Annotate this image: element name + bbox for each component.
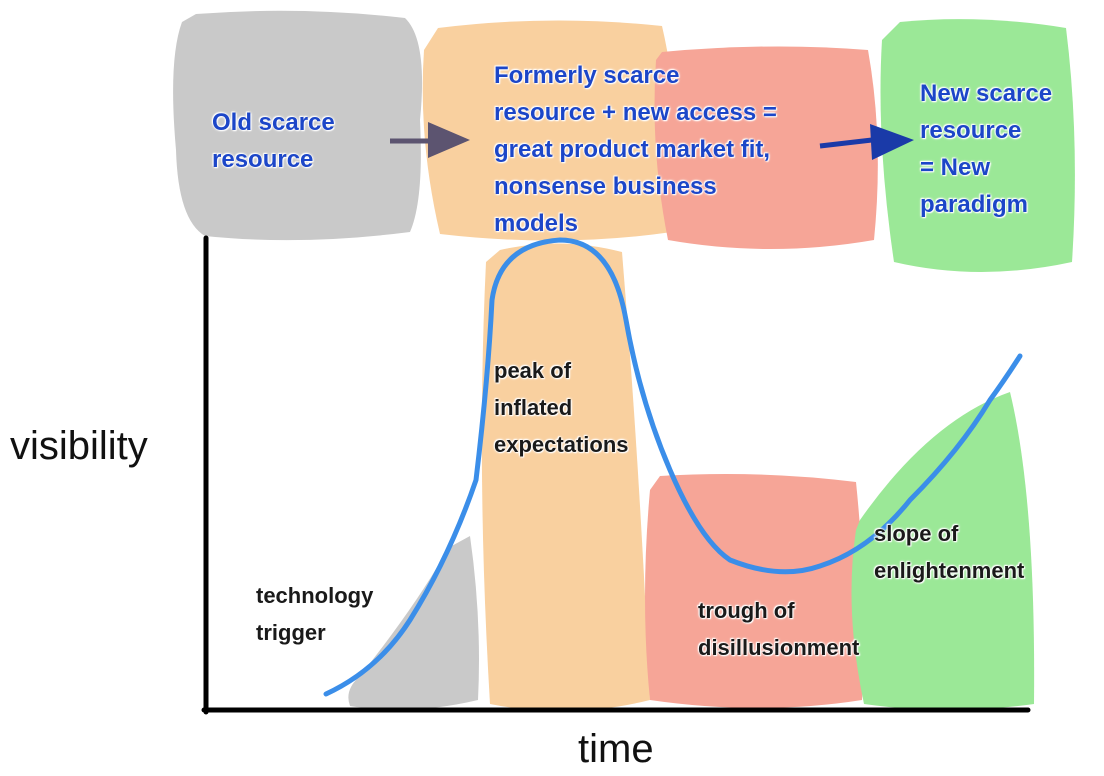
formerly-line-3: great product market fit, (494, 136, 771, 163)
trough-line-1: trough of (698, 598, 795, 623)
trough-line-2: disillusionment (698, 635, 860, 660)
old-resource-blob (173, 10, 423, 241)
new-line-2: resource (920, 117, 1022, 144)
formerly-line-2: resource + new access = (494, 99, 777, 126)
peak-line-3: expectations (494, 432, 629, 457)
new-resource-label: New scarce resource = New paradigm (920, 75, 1052, 223)
peak-label: peak of inflated expectations (494, 352, 629, 463)
new-line-4: paradigm (920, 191, 1029, 218)
trigger-line-2: trigger (256, 620, 326, 645)
arrow-to-new (819, 137, 873, 149)
technology-trigger-blob (348, 536, 479, 710)
formerly-line-5: models (494, 210, 579, 237)
y-axis-label: visibility (10, 424, 148, 468)
new-line-1: New scarce (920, 80, 1053, 107)
arrow-head-icon (428, 122, 470, 158)
slope-line-1: slope of (874, 521, 959, 546)
peak-line-2: inflated (494, 395, 573, 420)
hype-curve (323, 237, 1023, 697)
old-resource-line-2: resource (212, 146, 314, 173)
slope-line-2: enlightenment (874, 558, 1025, 583)
trough-label: trough of disillusionment (698, 592, 859, 666)
slope-label: slope of enlightenment (874, 515, 1024, 589)
x-axis-label: time (578, 727, 654, 771)
trigger-line-1: technology (256, 583, 374, 608)
transition-blob (654, 46, 878, 249)
new-resource-blob (880, 19, 1075, 272)
old-resource-label: Old scarce resource (212, 104, 335, 178)
formerly-resource-label: Formerly scarce resource + new access = … (494, 57, 777, 242)
trough-blob (645, 474, 864, 708)
peak-blob (481, 243, 650, 712)
slope-blob (851, 392, 1035, 710)
formerly-resource-blob (422, 20, 677, 241)
technology-trigger-label: technology trigger (256, 577, 373, 651)
peak-line-1: peak of (494, 358, 572, 383)
formerly-line-1: Formerly scarce (494, 62, 680, 89)
formerly-line-4: nonsense business (494, 173, 717, 200)
new-line-3: = New (920, 154, 991, 181)
arrow-head-icon (870, 124, 914, 160)
old-resource-line-1: Old scarce (212, 109, 335, 136)
